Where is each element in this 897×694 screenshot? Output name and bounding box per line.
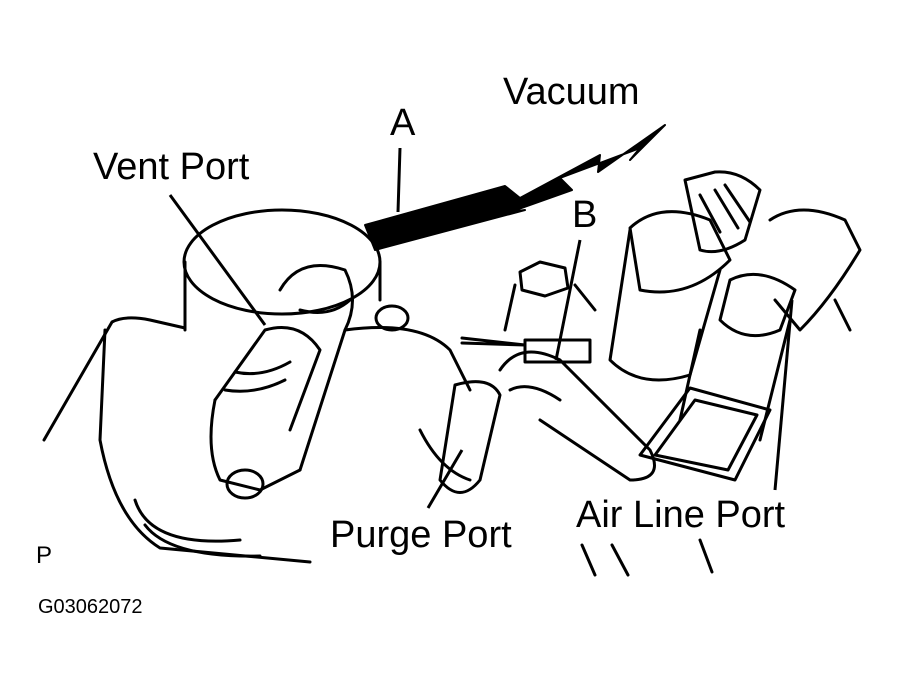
label-vent-port: Vent Port	[93, 146, 250, 188]
leader-b	[554, 239, 582, 361]
housing-lower-1	[98, 328, 312, 564]
finger-b	[498, 350, 656, 482]
vsv-cylinder-2	[718, 272, 797, 338]
leader-purge-port	[426, 449, 464, 509]
leader-a	[396, 147, 402, 213]
pointer-b	[460, 336, 527, 347]
figure-code: G03062072	[38, 596, 143, 618]
vsv-cylinder-1	[628, 210, 732, 294]
housing-lower-3	[143, 523, 262, 558]
leader-vent-port	[168, 194, 267, 326]
leader-air-line-port	[773, 299, 794, 491]
label-vacuum: Vacuum	[503, 71, 640, 113]
finger-air-line	[768, 208, 862, 332]
purge-port-tube	[438, 380, 502, 494]
canister-body	[183, 260, 382, 332]
small-bolt	[374, 304, 410, 332]
vent-port-bolt	[225, 468, 265, 500]
label-air-line-port: Air Line Port	[576, 494, 786, 536]
canister-cap	[182, 208, 382, 316]
connector-plate	[638, 386, 772, 482]
port-b-tube	[523, 338, 592, 364]
housing-outline	[42, 316, 187, 442]
label-p: P	[36, 542, 53, 569]
nut	[518, 260, 570, 298]
label-purge-port: Purge Port	[330, 514, 512, 556]
vacuum-arrow-a	[364, 124, 666, 251]
label-a: A	[390, 102, 416, 144]
vent-port-tube	[213, 326, 322, 432]
label-b: B	[572, 194, 598, 236]
housing-lower-2	[133, 498, 242, 543]
finger-vent	[278, 264, 354, 472]
vsv-connector	[683, 170, 762, 254]
